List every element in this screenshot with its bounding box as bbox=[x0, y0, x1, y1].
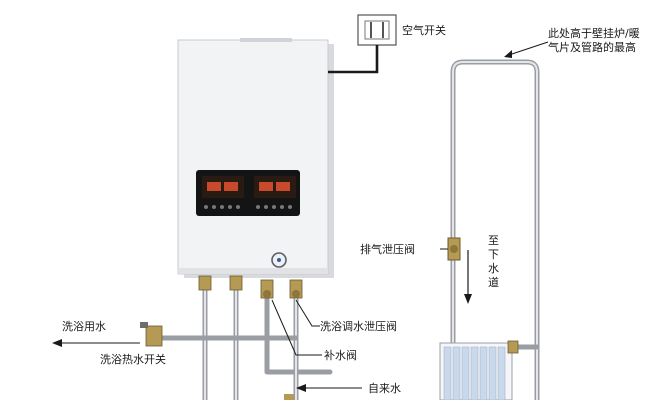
top-note-arrowhead bbox=[504, 50, 512, 58]
boiler-bottom-edge bbox=[178, 268, 328, 274]
radiator-valve-icon bbox=[507, 340, 519, 354]
display-digits-right bbox=[259, 182, 273, 191]
tap-water-label: 自来水 bbox=[368, 382, 401, 395]
top-note-line2: 气片及管路的最高 bbox=[548, 40, 636, 54]
pressure-gauge-center bbox=[277, 258, 281, 262]
drain-label-3: 水 bbox=[488, 262, 499, 275]
air-switch-label: 空气开关 bbox=[402, 23, 446, 37]
boiler-fittings bbox=[198, 275, 303, 299]
refill-valve-label: 补水阀 bbox=[324, 348, 357, 362]
drain-label-2: 下 bbox=[488, 248, 499, 261]
bath-relief-valve-label: 洗浴调水泄压阀 bbox=[320, 319, 397, 333]
bath-hot-switch-label: 洗浴热水开关 bbox=[100, 352, 166, 366]
bath-hot-switch-icon bbox=[145, 325, 163, 347]
radiator-fins bbox=[443, 346, 506, 401]
top-note-line1: 此处高于壁挂炉/暖 bbox=[548, 26, 640, 40]
control-buttons bbox=[204, 205, 292, 209]
display-screen-left bbox=[202, 176, 244, 198]
bath-water-arrowhead-icon bbox=[52, 339, 62, 347]
wall-boiler bbox=[177, 39, 329, 275]
drain-label-4: 道 bbox=[488, 275, 499, 289]
refill-valve-leader bbox=[271, 299, 322, 356]
air-switch-icon bbox=[364, 20, 390, 40]
display-digits-right-2 bbox=[276, 182, 290, 191]
bath-relief-valve-icon bbox=[292, 290, 300, 298]
bath-relief-leader bbox=[295, 299, 320, 327]
display-digits-left bbox=[207, 182, 221, 191]
display-screen-right bbox=[254, 176, 296, 198]
power-wire bbox=[328, 45, 379, 74]
refill-valve-icon bbox=[263, 290, 271, 298]
drain-label-1: 至 bbox=[488, 234, 499, 247]
display-digits-left-2 bbox=[224, 182, 238, 191]
vent-valve-label: 排气泄压阀 bbox=[360, 242, 415, 256]
tap-water-arrowhead-icon bbox=[296, 384, 306, 392]
drain-arrowhead-icon bbox=[464, 294, 472, 304]
top-note-leader bbox=[505, 41, 549, 57]
bath-water-label: 洗浴用水 bbox=[62, 320, 106, 333]
tap-water-valve-icon bbox=[284, 394, 294, 400]
boiler-pipe-3 bbox=[264, 285, 333, 375]
boiler-top-bracket bbox=[240, 38, 292, 42]
